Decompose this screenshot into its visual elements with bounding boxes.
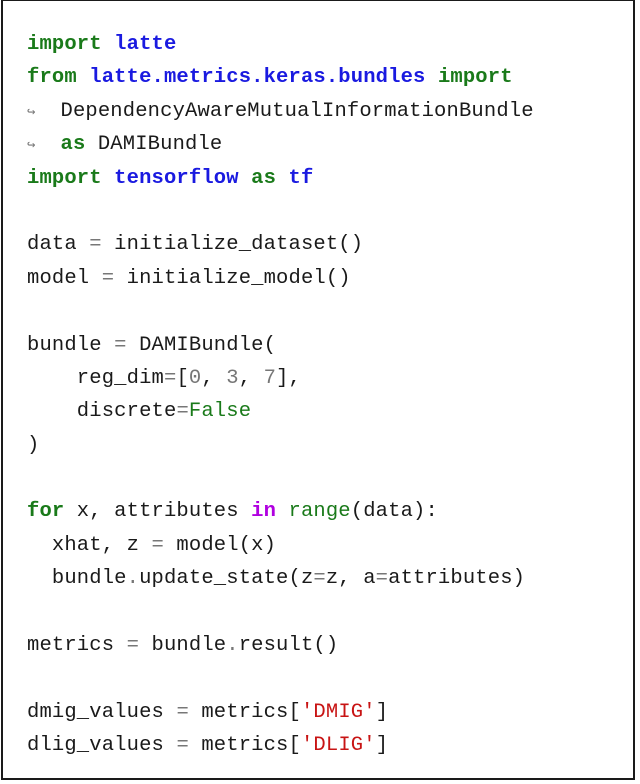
code-token: [239, 167, 251, 190]
code-token: [102, 167, 114, 190]
code-token: in: [251, 500, 277, 524]
code-token: DAMIBundle(: [126, 333, 277, 357]
code-token: [276, 500, 288, 523]
code-line: [27, 295, 534, 328]
code-line: reg_dim=[0, 3, 7],: [27, 362, 534, 395]
code-token: ,: [238, 366, 264, 390]
code-token: latte.metrics.keras.bundles: [89, 66, 426, 90]
code-token: False: [188, 400, 252, 424]
code-token: z, a: [325, 567, 376, 591]
code-token: DependencyAwareMutualInformationBundle: [35, 99, 534, 123]
code-token: DAMIBundle: [85, 133, 223, 157]
code-token: initialize_model(): [114, 266, 351, 290]
code-token: [276, 167, 288, 190]
code-token: metrics[: [188, 734, 301, 758]
code-token: xhat, z: [27, 533, 152, 557]
code-token: bundle: [27, 333, 115, 357]
code-token: ],: [276, 366, 301, 390]
code-token: [: [176, 366, 189, 390]
code-line: [27, 195, 534, 228]
code-line: metrics = bundle.result(): [27, 629, 534, 662]
code-token: initialize_dataset(): [101, 233, 364, 257]
code-token: bundle: [27, 567, 127, 591]
code-token: [36, 133, 61, 156]
code-line: import latte: [27, 28, 534, 61]
code-token: tf: [288, 166, 314, 190]
code-line: bundle.update_state(z=z, a=attributes): [27, 562, 534, 595]
code-token: [425, 66, 437, 89]
code-token: range: [288, 500, 351, 524]
code-line: ↪ as DAMIBundle: [27, 128, 534, 161]
code-line: ): [27, 429, 534, 462]
code-token: ]: [375, 700, 389, 724]
code-token: (data):: [350, 500, 438, 524]
code-token: ]: [375, 734, 389, 758]
code-line: [27, 462, 534, 495]
code-token: import: [27, 166, 102, 190]
code-line: [27, 596, 534, 629]
code-token: as: [251, 166, 277, 190]
code-token: bundle: [139, 634, 227, 658]
code-token: =: [89, 233, 102, 257]
code-token: dlig_values: [27, 734, 177, 758]
code-token: [77, 66, 89, 89]
code-token: =: [163, 366, 177, 390]
code-token: model(x): [163, 533, 277, 557]
code-token: discrete: [27, 400, 177, 424]
code-token: =: [114, 333, 127, 357]
code-token: =: [176, 734, 189, 758]
code-token: 0: [188, 366, 202, 390]
code-line: bundle = DAMIBundle(: [27, 329, 534, 362]
code-token: import: [27, 33, 102, 56]
code-line: [27, 662, 534, 695]
code-token: dmig_values: [27, 700, 177, 724]
code-token: =: [176, 700, 189, 724]
code-token: update_state(z: [139, 567, 314, 591]
code-token: =: [126, 634, 140, 658]
code-token: latte: [114, 33, 177, 56]
code-line: ↪ DependencyAwareMutualInformationBundle: [27, 95, 534, 128]
line-continuation-icon: ↪: [27, 138, 36, 155]
code-line: dmig_values = metrics['DMIG']: [27, 696, 534, 729]
code-token: import: [437, 66, 513, 90]
code-token: metrics: [27, 634, 127, 658]
code-token: model: [27, 266, 102, 290]
code-line: from latte.metrics.keras.bundles import: [27, 61, 534, 94]
code-token: .: [126, 567, 140, 591]
code-token: =: [101, 266, 115, 290]
code-token: as: [60, 133, 86, 157]
code-token: metrics[: [188, 700, 301, 724]
code-token: result(): [238, 634, 339, 658]
code-token: for: [27, 500, 65, 524]
line-continuation-icon: ↪: [27, 104, 36, 121]
code-token: attributes): [388, 567, 526, 591]
code-token: =: [313, 567, 326, 591]
code-token: from: [27, 66, 77, 90]
code-token: ,: [201, 366, 227, 390]
code-token: ): [27, 433, 40, 457]
code-line: xhat, z = model(x): [27, 529, 534, 562]
code-token: =: [375, 567, 389, 591]
code-token: 3: [226, 366, 239, 390]
code-line: import tensorflow as tf: [27, 162, 534, 195]
code-token: =: [151, 533, 164, 557]
code-token: [102, 33, 114, 56]
code-line: dlig_values = metrics['DLIG']: [27, 729, 534, 762]
code-token: 7: [263, 366, 277, 390]
code-line: data = initialize_dataset(): [27, 228, 534, 261]
code-line: for x, attributes in range(data):: [27, 495, 534, 528]
code-token: reg_dim: [27, 366, 164, 390]
code-token: .: [226, 634, 239, 658]
code-token: 'DLIG': [300, 734, 376, 758]
code-token: =: [176, 400, 189, 424]
code-token: 'DMIG': [300, 700, 376, 724]
code-token: tensorflow: [114, 166, 239, 190]
code-token: data: [27, 233, 90, 257]
code-line: discrete=False: [27, 395, 534, 428]
code-token: x, attributes: [64, 500, 252, 524]
code-line: model = initialize_model(): [27, 262, 534, 295]
